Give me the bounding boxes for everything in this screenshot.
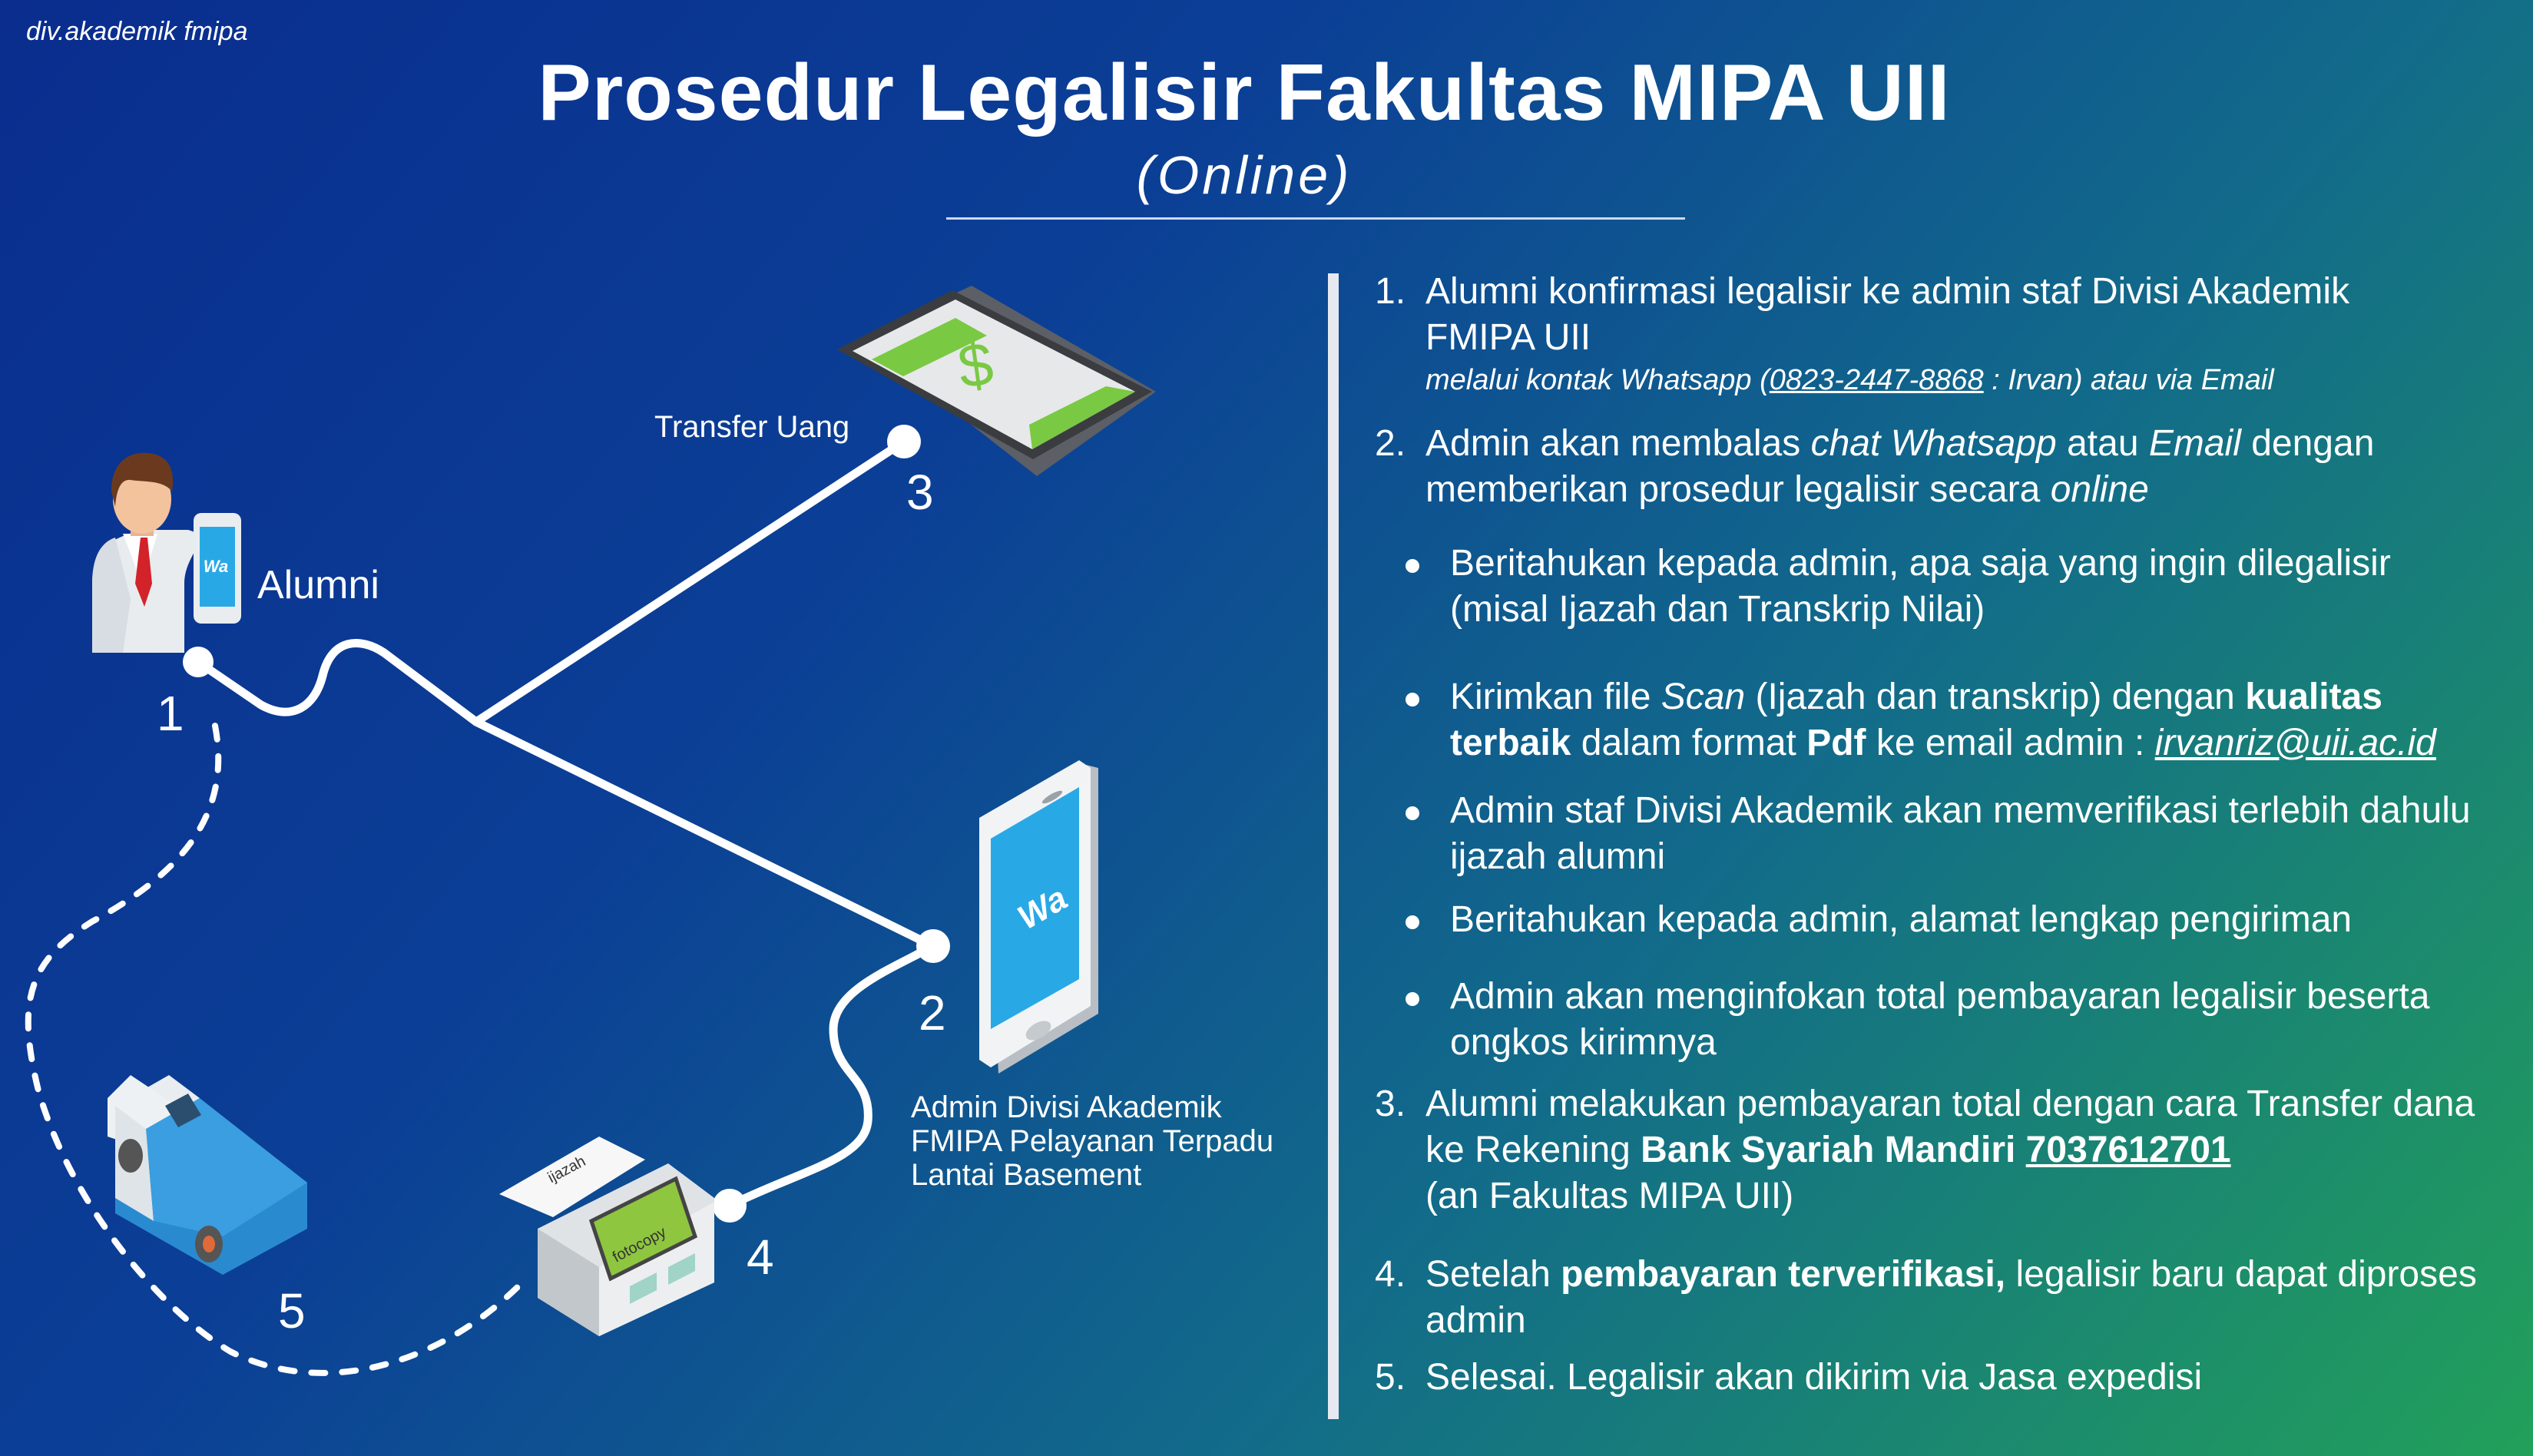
node-3-label: 3 bbox=[906, 465, 934, 520]
alumni-label: Alumni bbox=[257, 563, 379, 607]
bullet-3-line-2: ijazah alumni bbox=[1450, 836, 1666, 877]
bullet-1-line-2: (misal Ijazah dan Transkrip Nilai) bbox=[1450, 589, 1985, 630]
step-2-line-1: Admin akan membalas chat Whatsapp atau E… bbox=[1425, 423, 2375, 464]
bullet-3-line-1: Admin staf Divisi Akademik akan memverif… bbox=[1450, 790, 2471, 831]
tablet-icon bbox=[837, 286, 1156, 476]
alumni-phone-icon bbox=[194, 513, 241, 624]
alumni-phone-wa-text: Wa bbox=[203, 557, 229, 576]
node-4-label: 4 bbox=[747, 1229, 774, 1285]
bullet-dot bbox=[1406, 915, 1419, 929]
bullet-dot bbox=[1406, 806, 1419, 820]
step-3-number: 3. bbox=[1375, 1084, 1406, 1124]
alumni-avatar bbox=[100, 521, 177, 597]
title-underline bbox=[946, 217, 1685, 220]
page-title: Prosedur Legalisir Fakultas MIPA UII bbox=[538, 48, 1951, 137]
account-number: 7037612701 bbox=[2025, 1130, 2231, 1170]
printer-icon bbox=[499, 1137, 714, 1336]
node-1-dot bbox=[183, 647, 214, 677]
path-admin-to-printer bbox=[725, 941, 938, 1210]
page-subtitle: (Online) bbox=[1136, 145, 1353, 205]
bullet-4-text: Beritahukan kepada admin, alamat lengkap… bbox=[1450, 899, 2353, 940]
bullet-dot bbox=[1406, 693, 1419, 706]
step-1-line-2: FMIPA UII bbox=[1425, 317, 1591, 358]
bullet-2-line-2: terbaik dalam format Pdf ke email admin … bbox=[1450, 723, 2436, 763]
node-2-dot bbox=[916, 929, 950, 963]
step-1-number: 1. bbox=[1375, 271, 1406, 312]
step-3-line-3: (an Fakultas MIPA UII) bbox=[1425, 1176, 1794, 1216]
admin-label-line-2: FMIPA Pelayanan Terpadu bbox=[911, 1124, 1274, 1158]
procedure-diagram bbox=[25, 286, 1156, 1376]
admin-email-link[interactable]: irvanriz@uii.ac.id bbox=[2154, 723, 2436, 763]
admin-label: Admin Divisi Akademik FMIPA Pelayanan Te… bbox=[911, 1090, 1273, 1192]
node-3-dot bbox=[887, 425, 921, 458]
phone-icon bbox=[979, 760, 1098, 1074]
node-1-label: 1 bbox=[157, 686, 184, 741]
transfer-label: Transfer Uang bbox=[654, 410, 850, 444]
node-4-dot bbox=[713, 1189, 747, 1223]
bullet-5-line-1: Admin akan menginfokan total pembayaran … bbox=[1450, 976, 2430, 1017]
alumni-person-icon bbox=[92, 452, 200, 653]
step-2-line-2: memberikan prosedur legalisir secara onl… bbox=[1425, 469, 2149, 510]
admin-label-line-1: Admin Divisi Akademik bbox=[911, 1090, 1222, 1124]
bullet-1-line-1: Beritahukan kepada admin, apa saja yang … bbox=[1450, 543, 2391, 584]
step-2-number: 2. bbox=[1375, 423, 1406, 464]
brand-label: div.akademik fmipa bbox=[26, 17, 248, 46]
bullet-5-line-2: ongkos kirimnya bbox=[1450, 1022, 1717, 1063]
bullet-dot bbox=[1406, 559, 1419, 573]
node-5-label: 5 bbox=[278, 1283, 306, 1339]
path-to-transfer bbox=[472, 437, 909, 726]
admin-label-line-3: Lantai Basement bbox=[911, 1158, 1142, 1192]
step-3-line-2: ke Rekening Bank Syariah Mandiri 7037612… bbox=[1425, 1130, 2231, 1170]
bank-name: Bank Syariah Mandiri bbox=[1641, 1130, 2016, 1170]
step-5-text: Selesai. Legalisir akan dikirim via Jasa… bbox=[1425, 1357, 2203, 1398]
bullet-2-line-1: Kirimkan file Scan (Ijazah dan transkrip… bbox=[1450, 677, 2382, 717]
step-4-line-1: Setelah pembayaran terverifikasi, legali… bbox=[1425, 1254, 2477, 1295]
path-dashed-return bbox=[25, 723, 525, 1376]
delivery-van-icon bbox=[108, 1075, 307, 1275]
step-1-note: melalui kontak Whatsapp (0823-2447-8868 … bbox=[1425, 364, 2274, 396]
step-4-number: 4. bbox=[1375, 1254, 1406, 1295]
step-3-line-1: Alumni melakukan pembayaran total dengan… bbox=[1425, 1084, 2475, 1124]
vertical-divider bbox=[1328, 273, 1339, 1419]
step-1-line-1: Alumni konfirmasi legalisir ke admin sta… bbox=[1425, 271, 2350, 312]
node-2-label: 2 bbox=[919, 985, 946, 1041]
whatsapp-number-link[interactable]: 0823-2447-8868 bbox=[1769, 364, 1984, 396]
step-5-number: 5. bbox=[1375, 1357, 1406, 1398]
bullet-dot bbox=[1406, 992, 1419, 1006]
path-alumni-to-admin bbox=[194, 639, 938, 951]
step-4-line-2: admin bbox=[1425, 1300, 1526, 1341]
